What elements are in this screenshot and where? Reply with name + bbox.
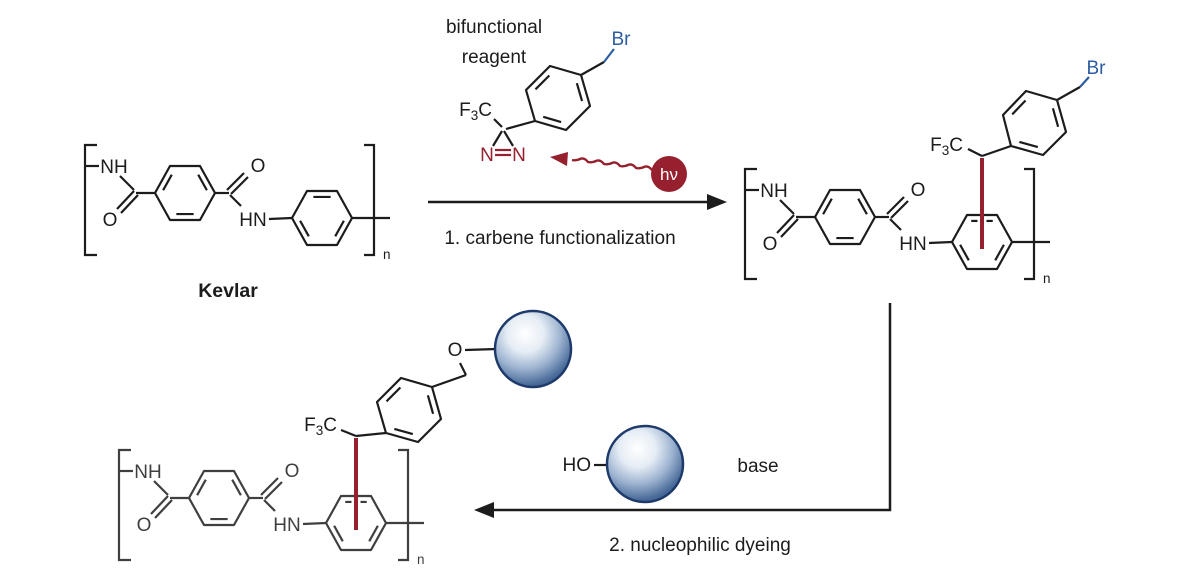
benzyl-bromide-group: Br	[1079, 58, 1107, 88]
ether-o-label: O	[448, 340, 463, 361]
dye-sphere	[605, 424, 685, 504]
kevlar-structure: Kevlar	[83, 143, 392, 302]
dye-reagent: HO base	[563, 424, 779, 504]
bonds	[967, 86, 1081, 158]
step1-arrowhead-icon	[707, 194, 727, 210]
reagent-caption-line2: reagent	[462, 47, 527, 68]
step2-label: 2. nucleophilic dyeing	[609, 535, 791, 556]
step2-arrow	[492, 303, 892, 512]
double-bond-inner-line	[542, 115, 562, 124]
double-bond-inner-line	[394, 427, 414, 436]
double-bond-inner-line	[994, 244, 1005, 261]
benzene-ring	[950, 213, 1014, 271]
benzene-ring	[1001, 89, 1068, 157]
bifunctional-reagent: bifunctional reagent F3C N N Br	[446, 17, 631, 166]
ho-label: HO	[563, 455, 592, 476]
step1-label: 1. carbene functionalization	[444, 228, 675, 249]
diazirine-n-label: N	[480, 145, 494, 166]
hv-photolysis: hν	[550, 152, 687, 192]
reagent-caption-line1: bifunctional	[446, 17, 542, 38]
cf3-label: F3C	[304, 415, 337, 438]
double-bond-inner-line	[299, 220, 310, 237]
double-bond-inner-line	[575, 82, 584, 102]
hv-badge	[651, 156, 687, 192]
double-bond-inner-line	[385, 386, 402, 403]
base-label: base	[737, 456, 778, 477]
kevlar-title: Kevlar	[198, 280, 258, 302]
light-wavy-arrow	[571, 157, 653, 171]
light-arrowhead-icon	[550, 152, 568, 166]
double-bond-inner-line	[1051, 108, 1060, 128]
cf3-label: F3C	[930, 135, 963, 158]
double-bond-inner-line	[959, 244, 970, 261]
dye-sphere	[493, 309, 573, 389]
br-label: Br	[612, 29, 632, 50]
polymer-backbone	[117, 448, 426, 569]
double-bond-inner-line	[334, 220, 345, 237]
dyed-kevlar-structure: F3C O	[117, 309, 573, 569]
double-bond-inner-line	[426, 395, 435, 415]
diazirine-group: N N	[480, 145, 526, 166]
cf3-label: F3C	[459, 100, 492, 123]
benzene-ring	[375, 376, 443, 444]
dye-linker-group: F3C O	[304, 309, 573, 444]
hv-label: hν	[660, 165, 678, 184]
double-bond-inner-line	[368, 525, 379, 542]
double-bond-inner-line	[1019, 140, 1039, 149]
bonds	[492, 61, 605, 147]
reaction-step-1: 1. carbene functionalization	[428, 194, 727, 249]
diazirine-n-label: N	[512, 145, 526, 166]
double-bond-inner-line	[534, 74, 551, 91]
benzyl-bromide-group: Br	[603, 29, 632, 63]
benzene-ring	[324, 494, 388, 552]
bonds	[340, 347, 498, 438]
functionalized-kevlar-structure: F3C Br	[743, 58, 1107, 288]
reaction-step-2: 2. nucleophilic dyeing	[474, 303, 892, 556]
double-bond-inner-line	[1011, 99, 1027, 116]
double-bond-inner-line	[333, 525, 344, 542]
benzene-ring	[290, 189, 354, 247]
br-label: Br	[1087, 58, 1107, 79]
step2-arrowhead-icon	[474, 502, 494, 518]
